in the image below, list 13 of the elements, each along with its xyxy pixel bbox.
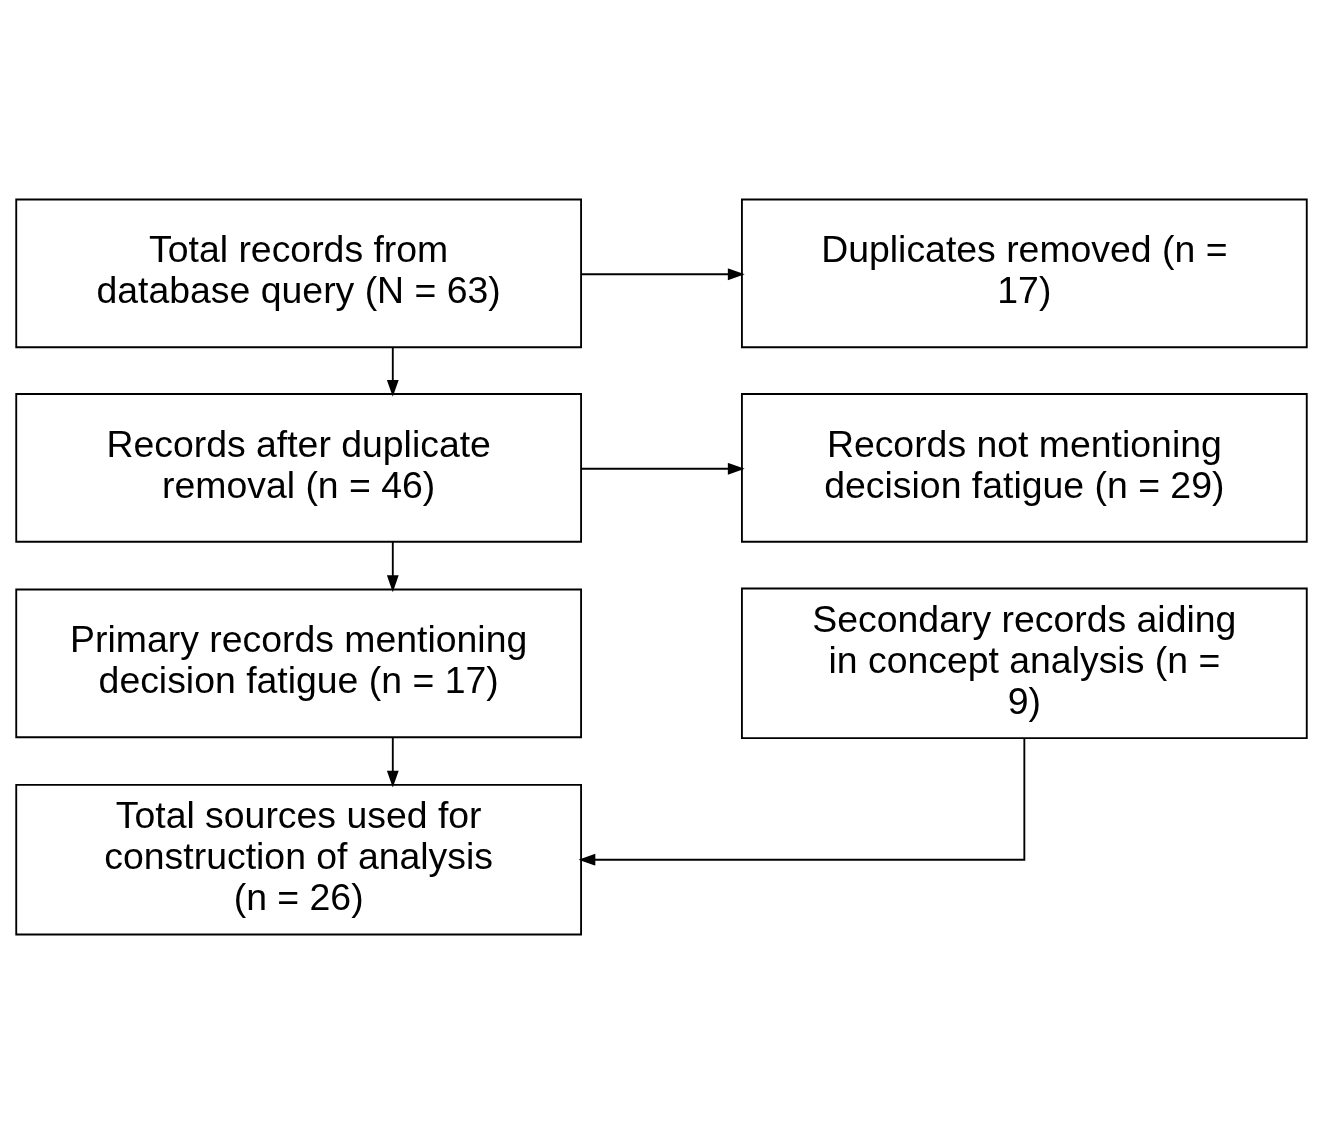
node-box: Total sources used for construction of analysis (n = 26) [15, 783, 582, 936]
arrow [580, 268, 745, 281]
arrow [580, 462, 745, 475]
arrow [578, 737, 1026, 866]
arrow [386, 540, 399, 593]
node-box: Primary records mentioning decision fatigue (n = 17) [15, 588, 582, 739]
arrow [386, 346, 399, 397]
node-box: Total records from database query (N = 63) [15, 198, 582, 349]
arrow [386, 736, 399, 788]
node-box: Records not mentioning decision fatigue (n = 29) [741, 393, 1308, 543]
node-box: Records after duplicate removal (n = 46) [15, 393, 582, 543]
node-box: Secondary records aiding in concept analysis (n = 9) [741, 587, 1308, 740]
node-box: Duplicates removed (n = 17) [741, 198, 1308, 349]
